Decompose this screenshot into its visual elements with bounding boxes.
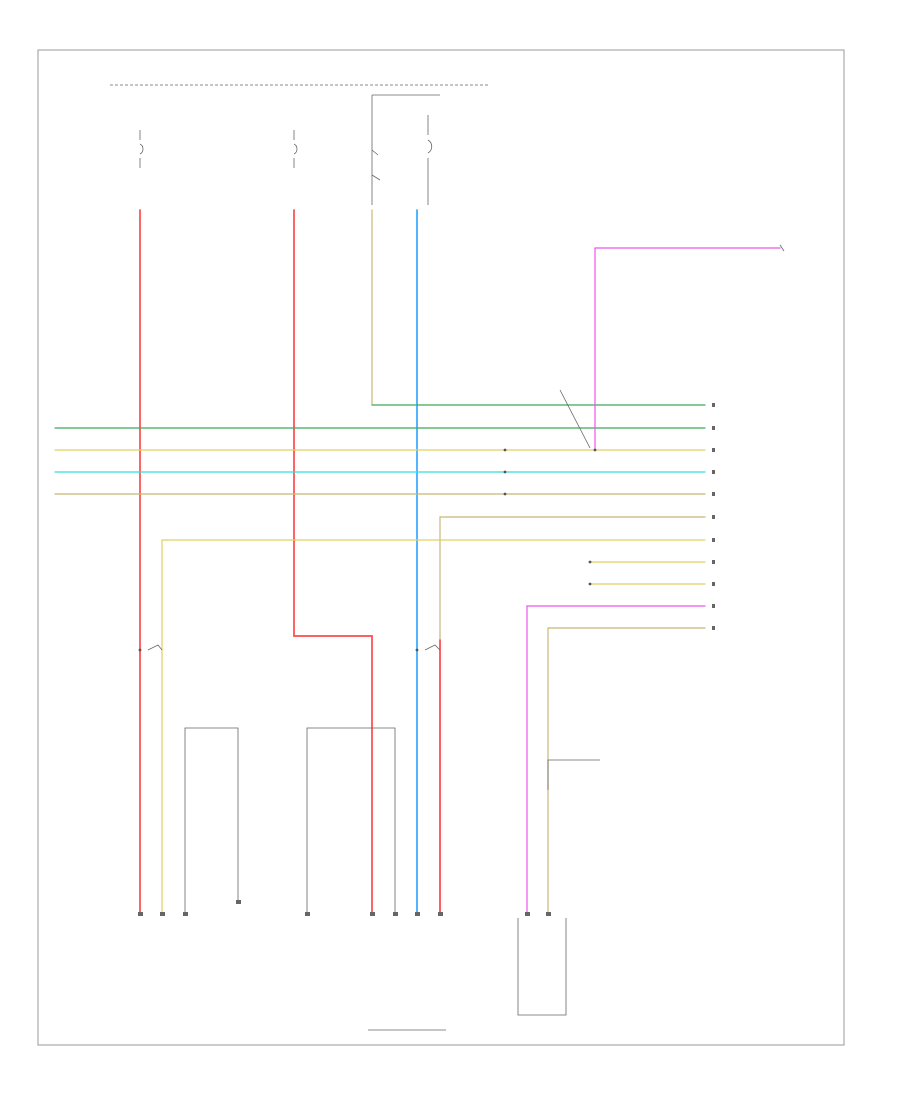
wire-tan-1 xyxy=(439,516,706,916)
fuse-center xyxy=(293,130,298,168)
wire-tan-low xyxy=(547,627,706,916)
relay-top xyxy=(371,94,440,205)
bottom-center-connectors xyxy=(305,912,443,916)
ground-branch-left xyxy=(184,727,239,915)
wire-pink-low xyxy=(526,605,706,916)
wire-yellow-1 xyxy=(161,539,706,916)
switch-center xyxy=(424,644,441,651)
wire-red-center xyxy=(293,209,373,916)
right-module-pins xyxy=(712,403,715,630)
bottom-right-connector xyxy=(517,912,567,1016)
ground-branch-center xyxy=(306,727,396,915)
pink-top-terminal xyxy=(779,244,785,252)
wire-pink-top xyxy=(594,247,781,451)
leader-line xyxy=(559,389,591,449)
fuse-left xyxy=(139,130,144,168)
bottom-left-connectors xyxy=(138,900,241,916)
right-side-note-lead xyxy=(547,759,600,790)
switch-left xyxy=(147,644,163,651)
diagram-frame xyxy=(37,49,845,1046)
bus-junctions xyxy=(138,448,597,652)
